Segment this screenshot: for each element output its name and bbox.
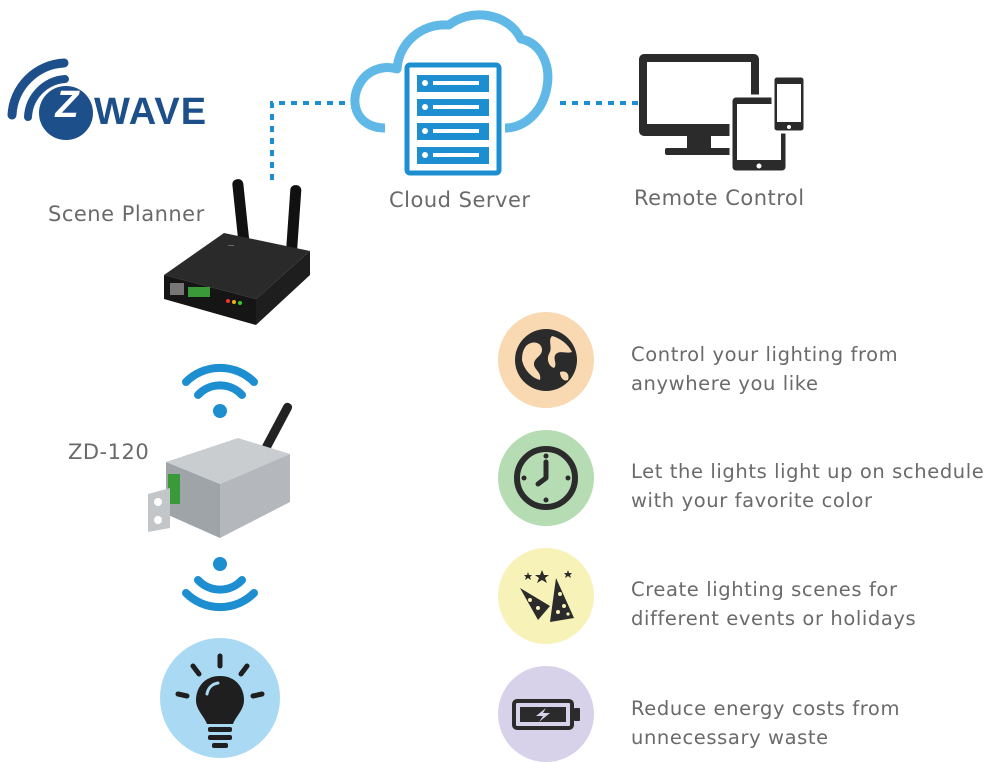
cloud-server-icon: [345, 3, 555, 178]
zwave-badge-letter: Z: [55, 84, 79, 126]
scene-planner-label: Scene Planner: [48, 202, 205, 226]
feature-text-1: Control your lighting from anywhere you …: [631, 340, 898, 398]
feature-3-line1: Create lighting scenes for: [631, 578, 898, 601]
feature-1-line2: anywhere you like: [631, 372, 819, 395]
feature-2-line2: with your favorite color: [631, 489, 873, 512]
feature-4-line2: unnecessary waste: [631, 726, 829, 749]
feature-text-2: Let the lights light up on schedule with…: [631, 457, 984, 515]
zwave-signal-arcs-icon: [7, 58, 93, 140]
zd120-device-image: [140, 398, 300, 548]
clock-icon: [514, 446, 578, 510]
wifi-up-icon: [180, 358, 260, 420]
wifi-down-icon: [180, 555, 260, 617]
feature-text-3: Create lighting scenes for different eve…: [631, 575, 916, 633]
scene-planner-router-image: —: [160, 175, 320, 340]
zd120-label: ZD-120: [68, 440, 150, 464]
feature-1-line1: Control your lighting from: [631, 343, 899, 366]
feature-2-line1: Let the lights light up on schedule: [631, 460, 985, 483]
zwave-logo: Z WAVE: [2, 55, 206, 145]
remote-devices-icon: [635, 50, 810, 175]
feature-party-circle: [498, 548, 594, 644]
zwave-logo-text: WAVE: [94, 91, 208, 133]
remote-control-label: Remote Control: [634, 186, 805, 210]
light-bulb-icon: [175, 653, 265, 748]
cloud-server-label: Cloud Server: [389, 188, 531, 212]
svg-text:—: —: [228, 243, 234, 249]
feature-clock-circle: [498, 430, 594, 526]
dotted-connectors: [270, 101, 640, 180]
feature-text-4: Reduce energy costs from unnecessary was…: [631, 694, 900, 752]
feature-4-line1: Reduce energy costs from: [631, 697, 901, 720]
feature-battery-circle: [498, 666, 594, 762]
light-bulb-badge: [160, 638, 280, 758]
battery-icon: [512, 699, 580, 730]
globe-icon: [515, 329, 577, 391]
feature-globe-circle: [498, 312, 594, 408]
party-hat-icon: [520, 570, 574, 622]
feature-3-line2: different events or holidays: [631, 607, 917, 630]
